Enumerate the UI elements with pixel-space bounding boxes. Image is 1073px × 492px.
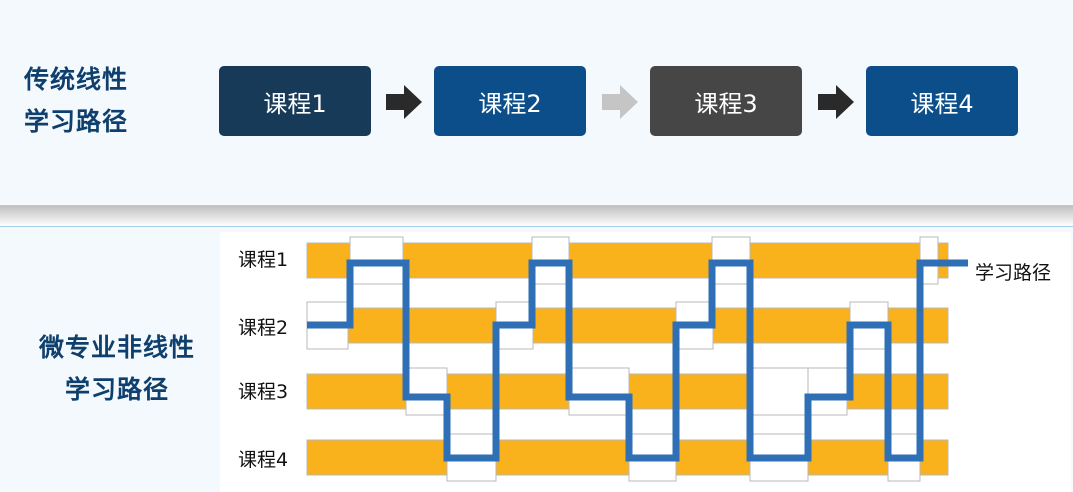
nonlinear-path-diagram: 课程1 课程2 课程3 课程4 学习路径 [220, 232, 1071, 492]
arrow-1-shape [386, 85, 422, 119]
nonlinear-path-svg: 课程1 课程2 课程3 课程4 学习路径 [238, 236, 1051, 482]
linear-course-1: 课程1 [219, 66, 371, 136]
row-label-course-4: 课程4 [238, 449, 288, 471]
course-gap-3-4 [807, 367, 848, 416]
learning-path [307, 259, 968, 462]
arrow-right-icon [818, 85, 854, 119]
arrow-3-shape [818, 85, 854, 119]
nonlinear-path-title: 微专业非线性 学习路径 [38, 333, 195, 404]
arrow-right-icon [602, 85, 638, 119]
course-labels: 课程1 课程2 课程3 课程4 学习路径 [238, 249, 1051, 471]
course-bar-2 [306, 307, 949, 344]
course-gap-3-1 [405, 367, 448, 416]
learning-path-label: 学习路径 [975, 262, 1051, 284]
course-gap-3-2 [568, 367, 630, 416]
learning-path-line [307, 259, 968, 462]
linear-course-2: 课程2 [434, 66, 586, 136]
linear-course-3: 课程3 [650, 66, 802, 136]
traditional-path-title: 传统线性 学习路径 [24, 65, 129, 136]
row-label-course-1: 课程1 [238, 249, 288, 271]
linear-course-4: 课程4 [866, 66, 1018, 136]
course-gap-3-3 [749, 367, 809, 416]
panel-divider-shadow [0, 206, 1073, 226]
row-label-course-2: 课程2 [238, 317, 288, 339]
row-label-course-3: 课程3 [238, 381, 288, 403]
arrow-right-icon [386, 85, 422, 119]
arrow-2-shape [602, 85, 638, 119]
